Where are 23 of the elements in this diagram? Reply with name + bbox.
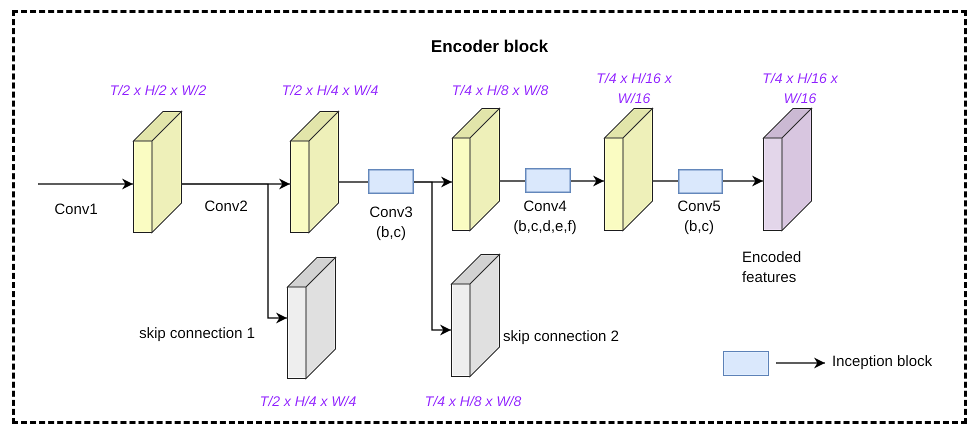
frame-title: Encoder block (430, 37, 550, 57)
arrow (182, 183, 287, 324)
dimension-label: T/2 x H/2 x W/2 (108, 81, 208, 100)
arrow (38, 178, 133, 190)
arrow (571, 176, 604, 186)
block-label: Conv5 (b,c) (676, 197, 722, 237)
encoder-frame (12, 10, 967, 424)
dimension-label: T/2 x H/4 x W/4 (258, 392, 358, 411)
block-label: Encoded features (742, 248, 802, 288)
dimension-label: T/4 x H/16 x W/16 (761, 69, 839, 108)
block-label: Conv3 (b,c) (368, 203, 414, 243)
block-label: skip connection 1 (138, 324, 255, 344)
arrow (414, 181, 451, 336)
block-label: skip connection 2 (503, 327, 620, 347)
edge-label: Conv1 (53, 200, 99, 220)
edge-label: Conv2 (203, 197, 249, 217)
dimension-label: T/4 x H/8 x W/8 (450, 81, 550, 100)
dimension-label: T/4 x H/8 x W/8 (424, 392, 522, 411)
block-label: Conv4 (b,c,d,e,f) (512, 197, 578, 237)
dimension-label: T/4 x H/16 x W/16 (595, 69, 673, 108)
dimension-label: T/2 x H/4 x W/4 (280, 81, 380, 100)
arrow (723, 176, 763, 186)
legend-label: Inception block (832, 352, 932, 372)
